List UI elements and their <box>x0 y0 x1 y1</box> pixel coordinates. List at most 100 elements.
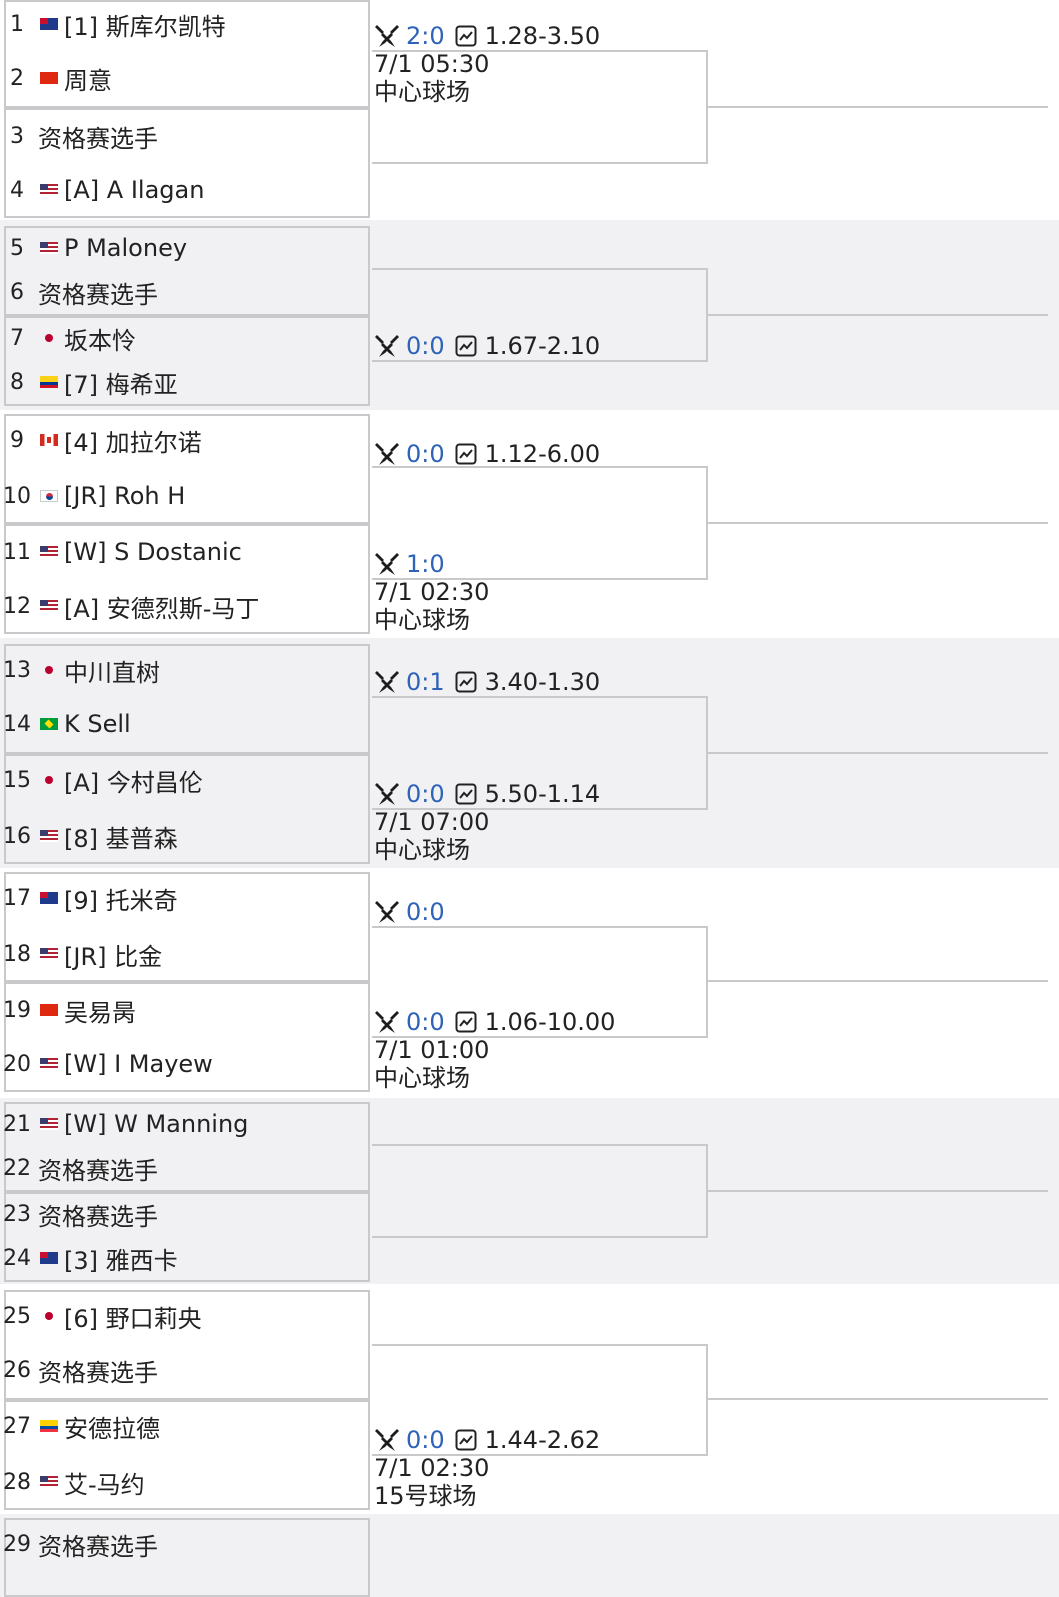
crossed-rackets-icon[interactable] <box>374 669 400 695</box>
crossed-rackets-icon[interactable] <box>374 1009 400 1035</box>
player-name[interactable]: [8] 基普森 <box>64 824 178 853</box>
player-name[interactable]: [W] S Dostanic <box>64 538 242 566</box>
player-row[interactable]: 1[1] 斯库尔凯特 <box>0 4 368 44</box>
h2h-score[interactable]: 0:0 <box>406 1007 445 1036</box>
player-name[interactable]: 坂本怜 <box>64 326 136 355</box>
player-name[interactable]: [A] A Ilagan <box>64 176 205 204</box>
player-name[interactable]: [JR] Roh H <box>64 482 186 510</box>
h2h-score[interactable]: 0:0 <box>406 331 445 360</box>
match-info[interactable]: 0:0 <box>374 898 455 926</box>
player-name[interactable]: P Maloney <box>64 234 188 262</box>
player-name[interactable]: [W] W Manning <box>64 1110 249 1138</box>
player-name[interactable]: [6] 野口莉央 <box>64 1304 202 1333</box>
player-row[interactable]: 8[7] 梅希亚 <box>0 362 368 402</box>
player-name[interactable]: 安德拉德 <box>64 1414 160 1443</box>
player-row[interactable]: 24[3] 雅西卡 <box>0 1238 368 1278</box>
player-row[interactable]: 4[A] A Ilagan <box>0 170 368 210</box>
player-row[interactable]: 25[6] 野口莉央 <box>0 1296 368 1336</box>
player-name[interactable]: [7] 梅希亚 <box>64 370 178 399</box>
trend-chart-icon[interactable] <box>455 783 477 805</box>
h2h-score[interactable]: 0:0 <box>406 779 445 808</box>
crossed-rackets-icon[interactable] <box>374 781 400 807</box>
trend-chart-icon[interactable] <box>455 1011 477 1033</box>
block-divider <box>4 644 370 646</box>
trend-chart-icon[interactable] <box>455 25 477 47</box>
player-name[interactable]: 资格赛选手 <box>38 124 158 153</box>
block-divider <box>4 1290 370 1292</box>
player-pair-block <box>4 0 370 108</box>
trend-chart-icon[interactable] <box>455 671 477 693</box>
player-name[interactable]: 资格赛选手 <box>38 280 158 309</box>
player-name[interactable]: 艾-马约 <box>64 1470 145 1499</box>
bracket-connector <box>708 980 1048 982</box>
player-name[interactable]: 资格赛选手 <box>38 1358 158 1387</box>
player-pair-block <box>4 644 370 754</box>
draw-position: 18 <box>3 941 31 967</box>
h2h-score[interactable]: 0:0 <box>406 897 445 926</box>
player-name[interactable]: 吴易昺 <box>64 998 136 1027</box>
h2h-score[interactable]: 0:1 <box>406 667 445 696</box>
block-divider <box>4 982 370 984</box>
trend-chart-icon[interactable] <box>455 335 477 357</box>
h2h-score[interactable]: 2:0 <box>406 21 445 50</box>
player-row[interactable]: 21[W] W Manning <box>0 1104 368 1144</box>
player-row[interactable]: 18 [JR] 比金 <box>0 934 368 974</box>
player-name[interactable]: [A] 今村昌伦 <box>64 768 203 797</box>
crossed-rackets-icon[interactable] <box>374 1427 400 1453</box>
player-row[interactable]: 9[4] 加拉尔诺 <box>0 420 368 460</box>
player-name[interactable]: K Sell <box>64 710 131 738</box>
player-row[interactable]: 16[8] 基普森 <box>0 816 368 856</box>
h2h-score[interactable]: 0:0 <box>406 439 445 468</box>
crossed-rackets-icon[interactable] <box>374 333 400 359</box>
player-row[interactable]: 15[A] 今村昌伦 <box>0 760 368 800</box>
h2h-score[interactable]: 1:0 <box>406 549 445 578</box>
crossed-rackets-icon[interactable] <box>374 899 400 925</box>
player-row[interactable]: 11[W] S Dostanic <box>0 532 368 572</box>
player-name[interactable]: 资格赛选手 <box>38 1202 158 1231</box>
player-row[interactable]: 10[JR] Roh H <box>0 476 368 516</box>
player-name[interactable]: [A] 安德烈斯-马丁 <box>64 594 260 623</box>
crossed-rackets-icon[interactable] <box>374 441 400 467</box>
player-row[interactable]: 17[9] 托米奇 <box>0 878 368 918</box>
player-name[interactable]: 中川直树 <box>64 658 160 687</box>
player-name[interactable]: 资格赛选手 <box>38 1532 158 1561</box>
trend-chart-icon[interactable] <box>455 1429 477 1451</box>
player-row[interactable]: 12[A] 安德烈斯-马丁 <box>0 586 368 626</box>
player-name[interactable]: 资格赛选手 <box>38 1156 158 1185</box>
player-name[interactable]: [9] 托米奇 <box>64 886 178 915</box>
player-name[interactable]: [3] 雅西卡 <box>64 1246 178 1275</box>
player-name[interactable]: [1] 斯库尔凯特 <box>64 12 226 41</box>
player-name[interactable]: [4] 加拉尔诺 <box>64 428 202 457</box>
trend-chart-icon[interactable] <box>455 443 477 465</box>
player-row[interactable]: 20[W] I Mayew <box>0 1044 368 1084</box>
h2h-score[interactable]: 0:0 <box>406 1425 445 1454</box>
player-name[interactable]: 周意 <box>64 66 112 95</box>
match-time: 7/1 01:00 <box>374 1036 490 1064</box>
player-name[interactable]: [JR] 比金 <box>64 942 163 971</box>
crossed-rackets-icon[interactable] <box>374 23 400 49</box>
crossed-rackets-icon[interactable] <box>374 551 400 577</box>
player-name[interactable]: [W] I Mayew <box>64 1050 213 1078</box>
